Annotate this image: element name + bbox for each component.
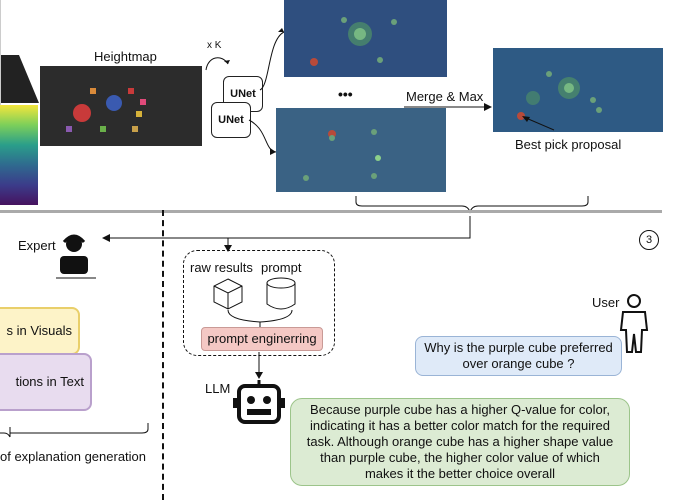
database-icon bbox=[266, 277, 296, 310]
prompt-engineering-box: prompt enginerring bbox=[201, 327, 323, 351]
llm-label: LLM bbox=[205, 381, 231, 396]
explanation-label: of explanation generation bbox=[0, 449, 147, 464]
feedback-arrows bbox=[102, 216, 471, 252]
robot-icon bbox=[233, 380, 285, 424]
explanation-brace bbox=[0, 423, 149, 438]
user-icon bbox=[619, 294, 649, 353]
merge-arrow bbox=[404, 103, 492, 111]
best-pick-label: Best pick proposal bbox=[515, 137, 622, 152]
heatmap-bottom bbox=[276, 108, 446, 192]
merge-lines bbox=[227, 310, 293, 328]
best-pick-arrow bbox=[522, 116, 555, 131]
expert-label: Expert bbox=[18, 238, 56, 253]
to-llm-arrow bbox=[255, 352, 263, 379]
loop-arrow-icon bbox=[205, 57, 230, 71]
result-heatmap bbox=[493, 48, 663, 132]
answer-bubble: Because purple cube has a higher Q-value… bbox=[290, 398, 630, 486]
visuals-box: s in Visuals bbox=[0, 307, 80, 355]
cropped-shape bbox=[0, 0, 39, 105]
ellipsis: ••• bbox=[338, 86, 353, 102]
heatmap-top bbox=[284, 0, 447, 77]
text-box: tions in Text bbox=[0, 353, 92, 411]
merge-max-label: Merge & Max bbox=[406, 89, 484, 104]
heightmap-label: Heightmap bbox=[94, 49, 157, 64]
vertical-divider bbox=[162, 210, 164, 500]
raw-results-label: raw results bbox=[190, 260, 253, 275]
heatmap-bottom-blobs-icon bbox=[303, 129, 381, 181]
xk-label: x K bbox=[207, 40, 222, 51]
step-number: 3 bbox=[639, 230, 659, 250]
question-bubble: Why is the purple cube preferred over or… bbox=[415, 336, 622, 376]
colorbar bbox=[0, 105, 38, 205]
prompt-label: prompt bbox=[261, 260, 302, 275]
result-heatmap-blobs-icon bbox=[517, 71, 602, 120]
cube-icon bbox=[213, 278, 243, 310]
unet-box-front: UNet bbox=[211, 102, 251, 138]
cropped-trapezoid-icon bbox=[1, 55, 39, 103]
heightmap-image bbox=[40, 66, 202, 146]
unet-output-arrows bbox=[248, 28, 285, 155]
user-label: User bbox=[592, 295, 620, 310]
heightmap-objects-icon bbox=[66, 88, 146, 132]
heatmap-top-blobs-icon bbox=[310, 17, 397, 66]
expert-headset-icon bbox=[56, 234, 96, 279]
horizontal-divider bbox=[0, 210, 662, 213]
